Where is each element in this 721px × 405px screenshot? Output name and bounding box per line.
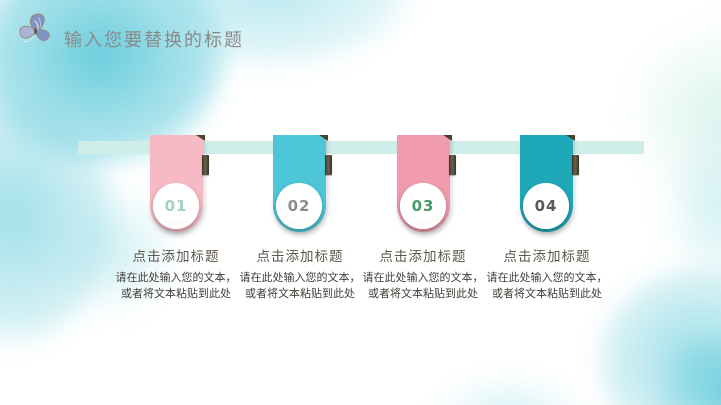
step-number: 03	[411, 197, 435, 215]
item-body[interactable]: 请在此处输入您的文本， 或者将文本粘贴到此处	[362, 272, 484, 300]
item-heading[interactable]: 点击添加标题	[503, 249, 591, 264]
item-heading[interactable]: 点击添加标题	[132, 249, 220, 264]
item-body[interactable]: 请在此处输入您的文本， 或者将文本粘贴到此处	[239, 272, 361, 300]
clip-icon	[202, 155, 209, 175]
clip-icon	[572, 155, 579, 175]
step-number: 02	[287, 197, 311, 215]
step-number: 04	[534, 197, 558, 215]
timeline-bar	[78, 141, 644, 154]
item-heading[interactable]: 点击添加标题	[256, 249, 344, 264]
timeline-tab-01[interactable]: 01	[150, 135, 209, 232]
item-body[interactable]: 请在此处输入您的文本， 或者将文本粘贴到此处	[115, 272, 237, 300]
butterfly-icon	[19, 13, 50, 43]
item-text-block-01: 点击添加标题 请在此处输入您的文本， 或者将文本粘贴到此处	[101, 245, 251, 302]
fold-corner-icon	[319, 135, 328, 141]
item-body[interactable]: 请在此处输入您的文本， 或者将文本粘贴到此处	[486, 272, 608, 300]
timeline-tab-04[interactable]: 04	[520, 135, 579, 232]
item-heading[interactable]: 点击添加标题	[379, 249, 467, 264]
fold-corner-icon	[566, 135, 575, 141]
item-text-block-02: 点击添加标题 请在此处输入您的文本， 或者将文本粘贴到此处	[225, 245, 375, 302]
clip-icon	[325, 155, 332, 175]
fold-corner-icon	[443, 135, 452, 141]
clip-icon	[449, 155, 456, 175]
timeline-tab-02[interactable]: 02	[273, 135, 332, 232]
timeline-tab-03[interactable]: 03	[397, 135, 456, 232]
number-badge: 02	[276, 183, 322, 229]
slide-header: 输入您要替换的标题	[0, 0, 721, 60]
slide-title[interactable]: 输入您要替换的标题	[64, 30, 244, 50]
number-badge: 03	[400, 183, 446, 229]
item-text-block-03: 点击添加标题 请在此处输入您的文本， 或者将文本粘贴到此处	[348, 245, 498, 302]
fold-corner-icon	[196, 135, 205, 141]
number-badge: 04	[523, 183, 569, 229]
step-number: 01	[164, 197, 188, 215]
item-text-block-04: 点击添加标题 请在此处输入您的文本， 或者将文本粘贴到此处	[472, 245, 622, 302]
number-badge: 01	[153, 183, 199, 229]
